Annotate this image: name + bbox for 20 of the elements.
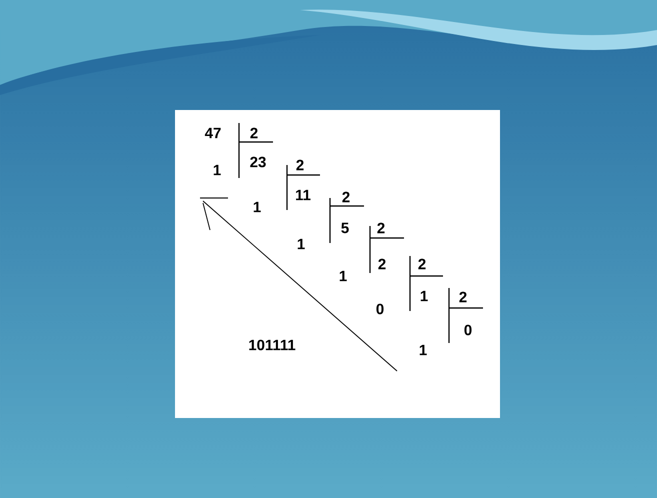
number: 101111 <box>249 340 296 350</box>
number: 2 <box>250 128 258 138</box>
number: 0 <box>464 324 472 336</box>
number: 5 <box>341 222 349 234</box>
number: 1 <box>214 164 221 176</box>
number: 1 <box>298 238 305 250</box>
number: 1 <box>340 270 347 282</box>
number: 1 <box>420 344 427 356</box>
number: 1 <box>420 290 428 302</box>
number: 2 <box>418 258 426 270</box>
number: 2 <box>342 192 350 202</box>
number: 2 <box>459 292 467 302</box>
number: 47 <box>204 128 221 138</box>
number: 23 <box>250 156 266 168</box>
number: 11 <box>296 190 310 200</box>
number: 0 <box>376 304 384 314</box>
number: 2 <box>377 222 385 234</box>
number: 2 <box>378 258 386 270</box>
number: 1 <box>254 202 261 212</box>
number: 2 <box>296 160 304 170</box>
